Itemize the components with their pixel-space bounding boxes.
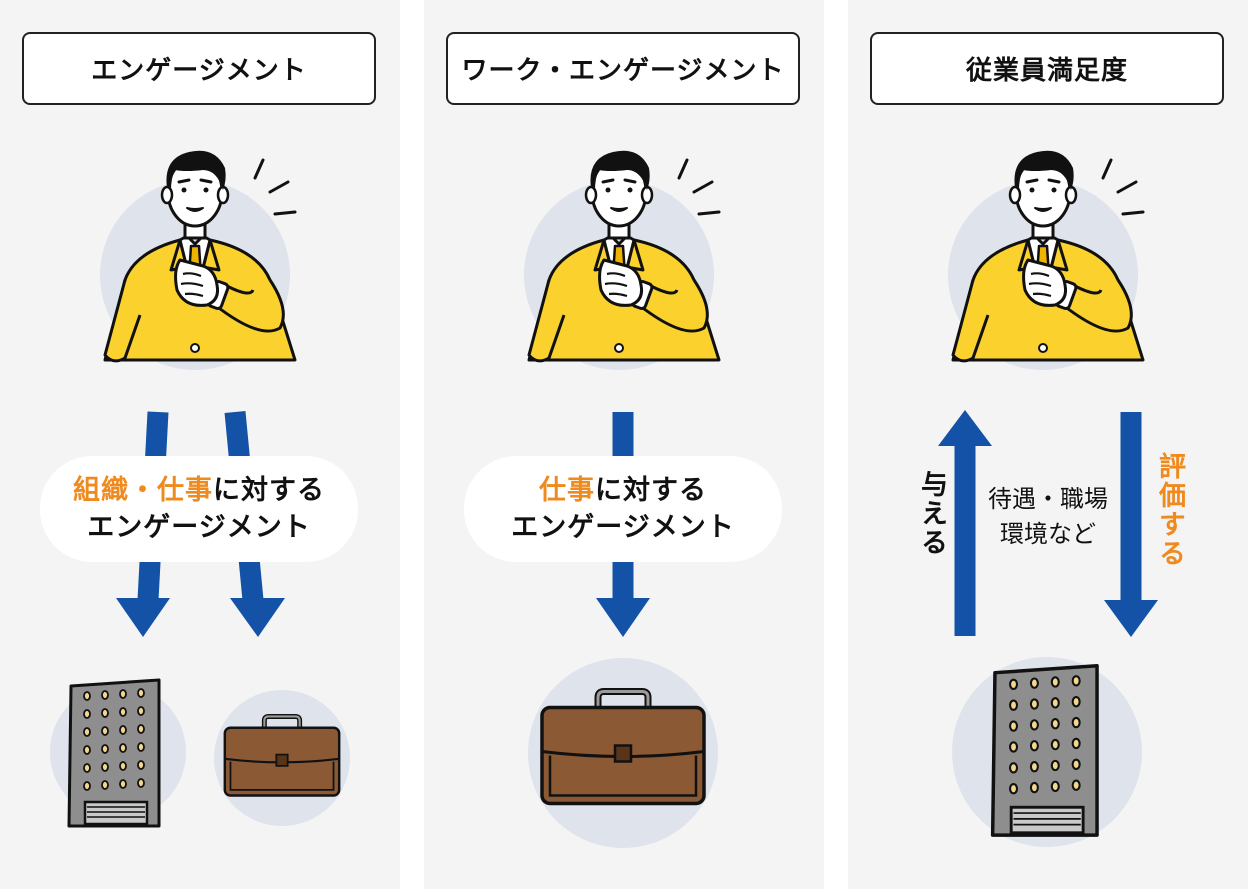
treatment-label: 待遇・職場 環境など — [976, 482, 1120, 552]
work-engagement-label: 仕事に対する エンゲージメント — [464, 456, 782, 562]
arrow-down-evaluate — [1104, 412, 1158, 637]
label-rest: に対する — [213, 474, 325, 506]
panel-title: エンゲージメント — [22, 32, 376, 105]
building-icon — [990, 663, 1099, 837]
label-separator: ・ — [129, 474, 157, 506]
panel-1-graphics — [50, 149, 350, 828]
label-rest: に対する — [595, 474, 707, 506]
panel-3-graphics — [938, 149, 1158, 847]
label-work: 仕事 — [539, 474, 595, 506]
engagement-label: 組織・仕事に対する エンゲージメント — [40, 456, 358, 562]
briefcase-icon — [542, 692, 704, 804]
businessman-illustration — [522, 149, 721, 372]
label-work: 仕事 — [157, 474, 213, 506]
panel-work-engagement: ワーク・エンゲージメント 仕事に対する エンゲージメント — [424, 0, 824, 889]
label-organization: 組織 — [73, 474, 129, 506]
businessman-illustration — [946, 149, 1145, 372]
panel-title: 従業員満足度 — [870, 32, 1224, 105]
panel-title: ワーク・エンゲージメント — [446, 32, 800, 105]
panel-engagement: エンゲージメント 組織・仕事に対する エンゲージメント — [0, 0, 400, 889]
businessman-illustration — [98, 149, 297, 372]
evaluate-label: 評価する — [1154, 452, 1185, 568]
panel-employee-satisfaction: 従業員満足度 与える 待遇・職場 環境など 評価する — [848, 0, 1248, 889]
panel-2-graphics — [522, 149, 721, 848]
arrow-up-give — [938, 410, 992, 636]
treatment-line-1: 待遇・職場 — [988, 485, 1108, 513]
building-icon — [67, 678, 161, 828]
label-line-2: エンゲージメント — [511, 512, 735, 543]
treatment-line-2: 環境など — [1000, 519, 1096, 548]
give-label: 与える — [916, 470, 947, 557]
briefcase-icon — [225, 716, 339, 795]
label-line-2: エンゲージメント — [87, 512, 311, 543]
